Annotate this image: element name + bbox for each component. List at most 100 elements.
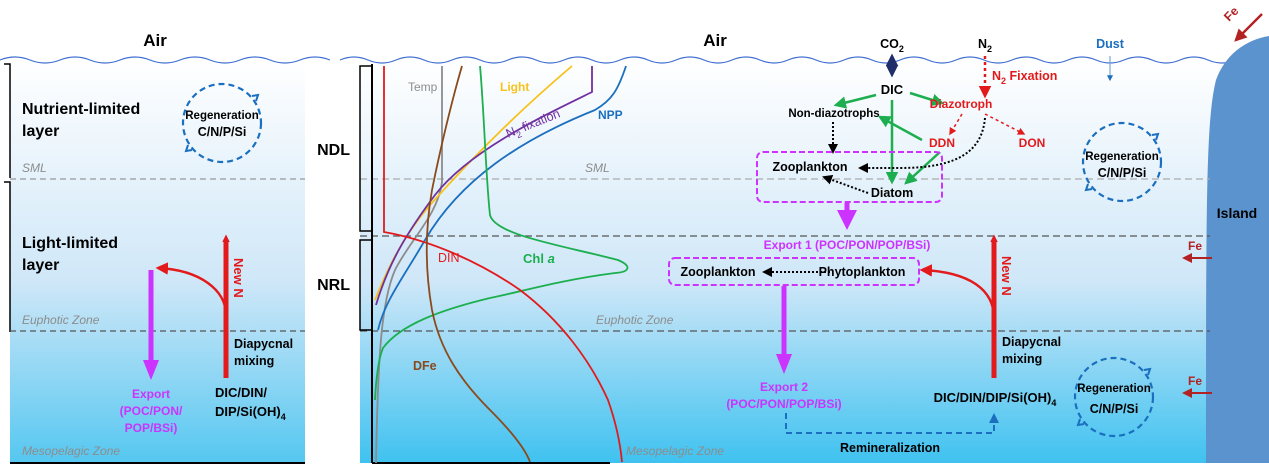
dfe-profile-curve	[425, 65, 531, 463]
n2-fixation-label-sub: 2	[515, 129, 523, 140]
nrl-zooplankton-node: Zooplankton	[681, 265, 756, 279]
fe-top-label: Fe	[1221, 4, 1241, 24]
left-euphotic-label: Euphotic Zone	[22, 313, 100, 327]
light-layer-label: layer	[22, 257, 59, 274]
light-label: Light	[500, 80, 529, 94]
nutrient-layer-bracket	[4, 63, 11, 178]
din-label: DIN	[438, 251, 460, 265]
dust-label: Dust	[1096, 37, 1125, 51]
remineralization-arrow	[785, 413, 999, 434]
island-shape	[1206, 36, 1269, 463]
left-dic-line1: DIC/DIN/	[215, 385, 267, 400]
co2-label: CO2	[880, 37, 904, 54]
left-regeneration-cycle-icon	[181, 82, 263, 164]
right-panel: Island SML Euphotic Zone Mesopelagic Zon…	[317, 4, 1269, 464]
npp-profile-curve	[377, 65, 627, 331]
diazotroph-to-zooplankton-arrow	[858, 117, 986, 173]
non-diazotrophs-node: Non-diazotrophs	[788, 108, 879, 120]
ddn-to-diatom-arrow	[904, 151, 941, 185]
fe-atmospheric-arrow	[1234, 13, 1263, 42]
chl-label-italic: a	[548, 251, 555, 266]
right-euphotic-label: Euphotic Zone	[596, 313, 674, 327]
left-regeneration-label: Regeneration	[185, 110, 259, 122]
right-diapycnal-label: Diapycnal	[1002, 335, 1061, 349]
n2-fixation-profile-curve	[375, 66, 593, 306]
temp-profile-curve	[375, 66, 443, 464]
n2-fixation-process-rest: Fixation	[1006, 69, 1057, 83]
right-upper-regeneration-arrow-icon-2	[1084, 183, 1093, 192]
chl-label-main: Chl	[523, 251, 548, 266]
co2-label-sub: 2	[899, 44, 904, 54]
n2-fixation-process-main: N	[992, 69, 1001, 83]
dic-node: DIC	[881, 82, 904, 97]
n2-label-sub: 2	[987, 44, 992, 54]
left-export-label: Export	[132, 387, 170, 401]
right-lower-regeneration-arrow-icon-2	[1076, 418, 1085, 427]
fe-bottom-label: Fe	[1188, 374, 1202, 388]
right-mixing-label: mixing	[1002, 352, 1042, 366]
right-upper-regeneration-elements: C/N/P/Si	[1098, 166, 1147, 180]
left-export-detail-2: POP/BSi)	[125, 421, 178, 435]
npp-label: NPP	[598, 108, 623, 122]
n2-label-main: N	[978, 37, 987, 51]
diazotroph-to-ddn-arrow	[949, 113, 963, 136]
phytoplankton-node: Phytoplankton	[819, 265, 906, 279]
right-uptake-arrow	[919, 264, 996, 319]
left-export-arrowhead-icon	[143, 360, 159, 380]
left-air-label: Air	[143, 31, 167, 50]
right-dic-label-main: DIC/DIN/DIP/Si(OH)	[934, 390, 1052, 405]
left-ocean-background	[10, 60, 305, 463]
right-dic-label-sub: 4	[1051, 398, 1056, 408]
remineralization-label: Remineralization	[840, 441, 940, 455]
left-sea-surface	[0, 56, 331, 64]
chl-label: Chl a	[523, 251, 555, 266]
right-ocean-background	[360, 60, 1269, 463]
right-lower-regeneration-cycle-icon	[1073, 356, 1155, 438]
left-panel: Air Nutrient-limited layer Light-limited…	[0, 31, 331, 464]
export2-label: Export 2	[760, 380, 808, 394]
fe-mid-label: Fe	[1188, 239, 1202, 253]
n2-fixation-process-sub: 2	[1001, 76, 1006, 86]
nrl-plankton-box	[668, 257, 920, 286]
chl-profile-curve	[374, 65, 629, 401]
ndl-label: NDL	[317, 142, 350, 159]
left-diapycnal-label: Diapycnal	[234, 337, 293, 351]
right-upper-regeneration-arrow-icon	[1151, 132, 1160, 141]
temp-label: Temp	[408, 80, 438, 94]
diatom-node: Diatom	[871, 186, 913, 200]
light-limited-label: Light-limited	[22, 235, 118, 252]
light-layer-bracket	[4, 181, 11, 332]
don-node: DON	[1019, 136, 1046, 150]
n2-fixation-process-label: N2 Fixation	[992, 69, 1057, 86]
left-export-detail-1: (POC/PON/	[120, 404, 183, 418]
ndl-bracket	[359, 65, 372, 232]
right-air-label: Air	[703, 31, 727, 50]
left-dic-line2-main: DIP/Si(OH)	[215, 404, 281, 419]
diazotroph-to-don-arrow	[984, 113, 1026, 135]
left-regeneration-elements: C/N/P/Si	[198, 125, 247, 139]
ddn-node: DDN	[929, 136, 955, 150]
diazotroph-node: Diazotroph	[930, 97, 993, 111]
export2-arrowhead-icon	[776, 354, 792, 374]
dic-to-diazotroph-arrow	[909, 91, 945, 106]
export2-detail: (POC/PON/POP/BSi)	[726, 397, 841, 411]
n2-label: N2	[978, 37, 992, 54]
right-lower-regeneration-label: Regeneration	[1077, 383, 1151, 395]
nrl-label: NRL	[317, 277, 350, 294]
ndl-zooplankton-node: Zooplankton	[773, 160, 848, 174]
dfe-label: DFe	[413, 359, 437, 373]
island-label: Island	[1217, 205, 1257, 221]
dic-to-non-diazotrophs-arrow	[833, 93, 877, 109]
din-profile-curve	[383, 66, 623, 463]
nutrient-limited-label: Nutrient-limited	[22, 101, 140, 118]
left-dic-line2-sub: 4	[281, 412, 286, 422]
left-regeneration-arrow-icon	[251, 93, 260, 102]
left-sml-label: SML	[22, 161, 47, 175]
ddn-to-non-diazotrophs-arrow	[877, 115, 923, 142]
left-new-n-label: New N	[231, 258, 246, 298]
right-mesopelagic-label: Mesopelagic Zone	[626, 444, 724, 458]
right-sml-label: SML	[585, 161, 610, 175]
left-regeneration-arrow-icon-2	[184, 144, 193, 153]
